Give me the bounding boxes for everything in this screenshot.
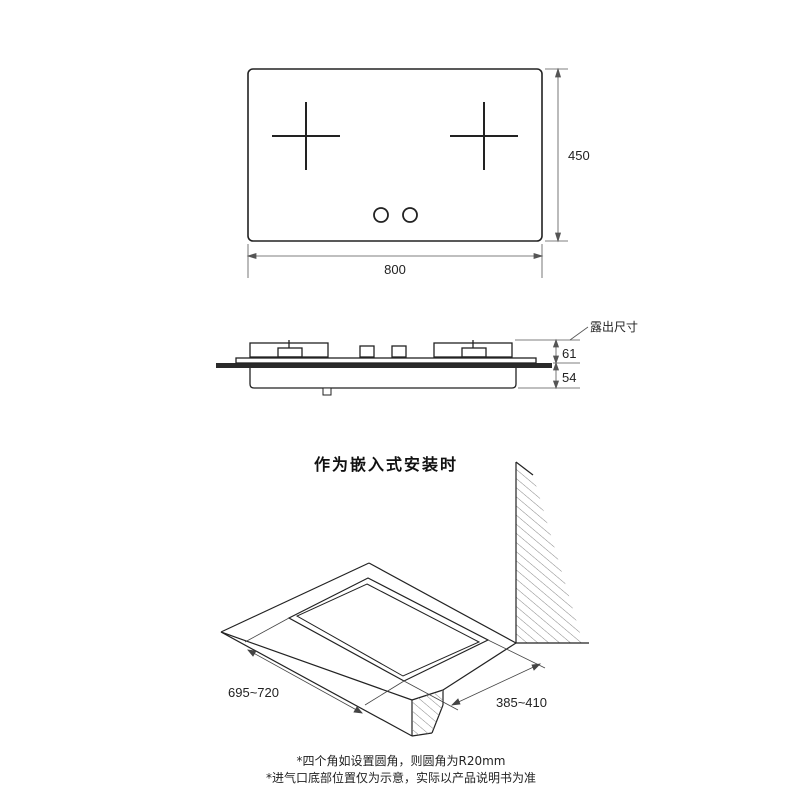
- note-air-inlet: *进气口底部位置仅为示意，实际以产品说明书为准: [266, 770, 536, 785]
- countertop-slab: [216, 363, 552, 368]
- side-view: 露出尺寸 61 54: [216, 320, 638, 396]
- knob-left: [373, 207, 389, 223]
- cutout-width-dimension: [244, 617, 405, 714]
- countertop-edge-hatch: [412, 690, 443, 736]
- install-title: 作为嵌入式安装时: [314, 455, 458, 474]
- top-view: 800 450: [246, 67, 590, 278]
- install-view: 695~720 385~410: [220, 461, 589, 737]
- air-inlet: [322, 387, 332, 396]
- side-knob-right: [391, 345, 407, 358]
- pan-support-left: [249, 340, 329, 358]
- burner-left-cross: [272, 102, 340, 170]
- height-dimension-lines: [515, 326, 589, 390]
- upper-height-label: 61: [562, 346, 576, 361]
- note-corner-radius: *四个角如设置圆角，则圆角为R20mm: [297, 753, 506, 768]
- cutout-outer: [287, 577, 490, 682]
- knob-right: [402, 207, 418, 223]
- burner-right-cross: [450, 102, 518, 170]
- width-dimension-line: [246, 244, 544, 278]
- width-dim-label: 800: [384, 262, 406, 277]
- depth-dimension-line: [545, 67, 568, 243]
- cutout-inner: [295, 583, 481, 677]
- depth-dim-label: 450: [568, 148, 590, 163]
- side-knob-left: [359, 345, 375, 358]
- cutout-width-label: 695~720: [228, 685, 279, 700]
- lower-height-label: 54: [562, 370, 576, 385]
- wall-hatch: [516, 462, 583, 643]
- exposed-size-label: 露出尺寸: [590, 320, 638, 334]
- cooktop-outline: [247, 68, 543, 242]
- pan-support-right: [433, 340, 513, 358]
- cutout-depth-label: 385~410: [496, 695, 547, 710]
- cooktop-body: [249, 368, 517, 389]
- cutout-depth-dimension: [403, 639, 546, 711]
- wall-edges: [515, 461, 534, 643]
- glass-panel: [235, 357, 537, 364]
